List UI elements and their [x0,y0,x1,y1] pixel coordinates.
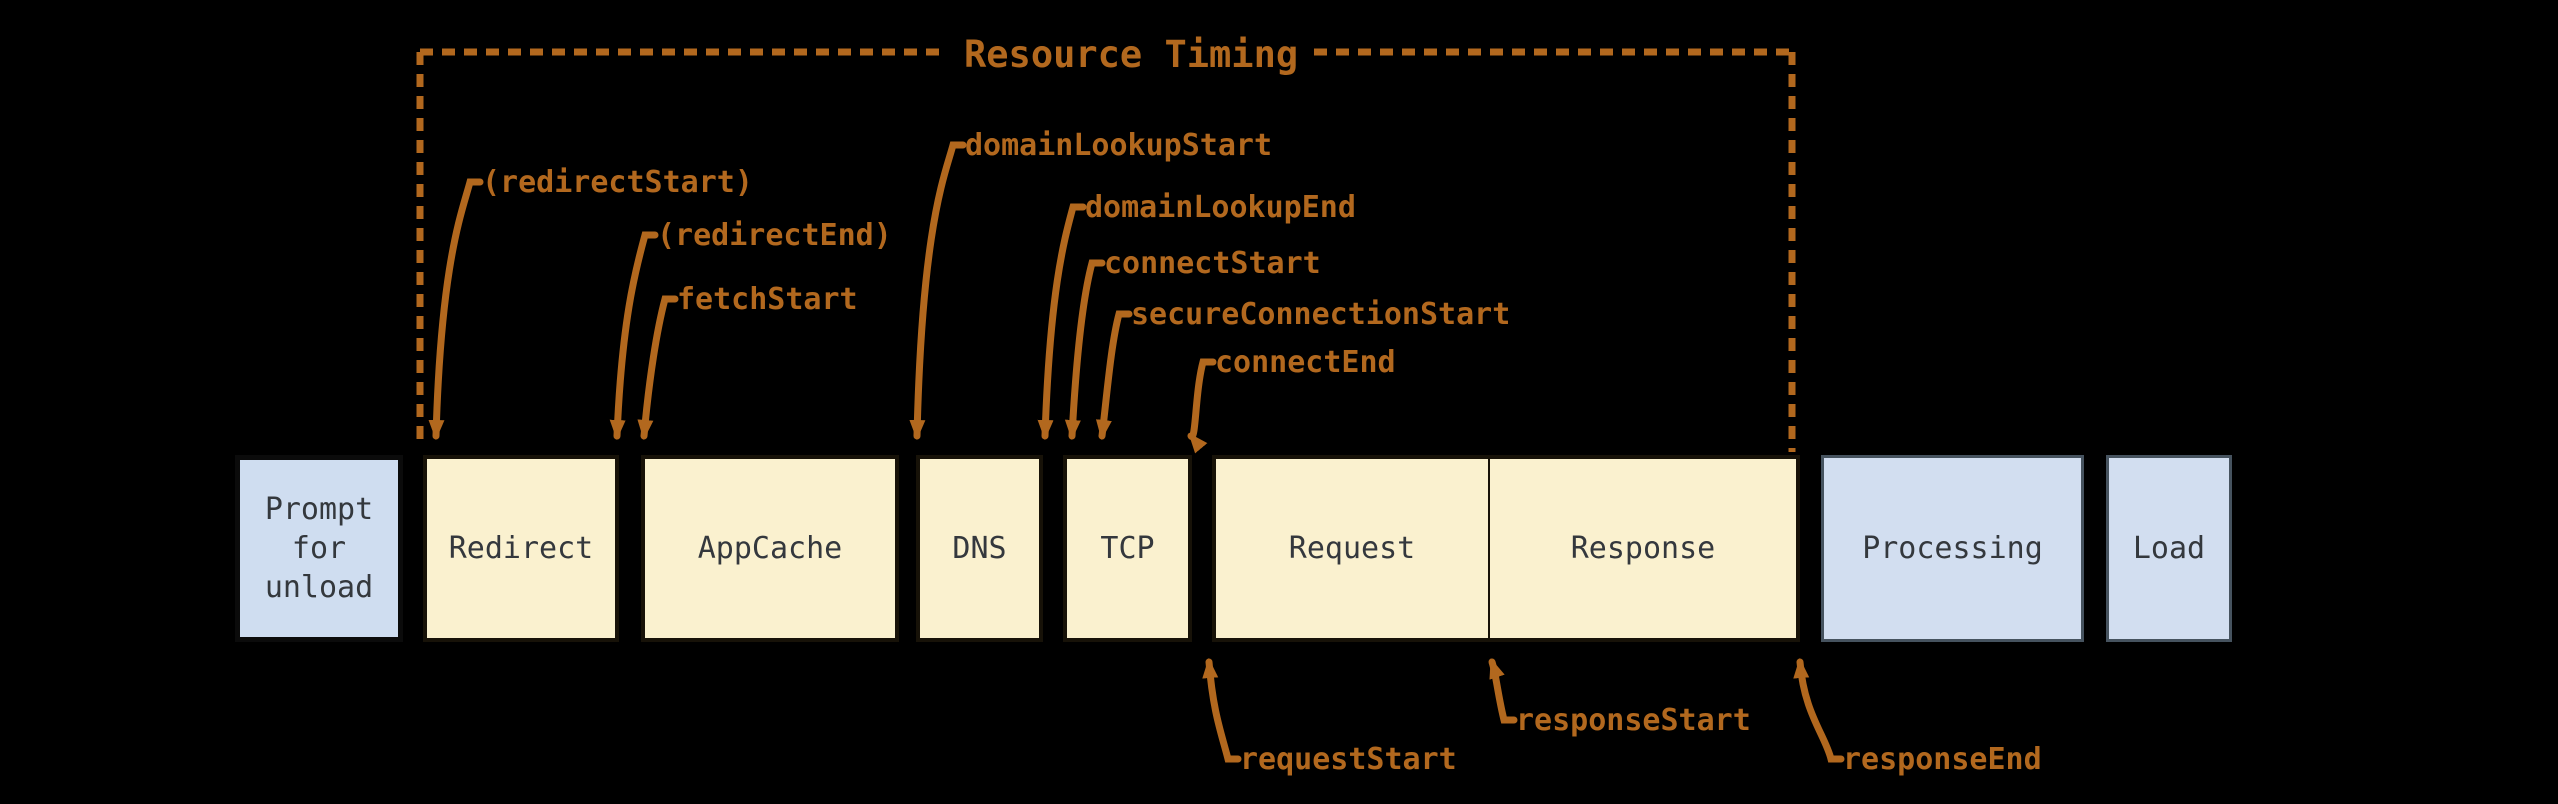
event-arrow-response-start [1488,658,1518,724]
phase-box-appcache: AppCache [641,455,899,642]
event-arrows [428,141,1845,763]
event-arrow-domain-lookup-start [909,141,967,440]
event-label-redirect-start: (redirectStart) [482,165,753,200]
event-label-response-start: responseStart [1516,703,1751,738]
event-arrow-connect-end [1187,358,1217,454]
event-label-request-start: requestStart [1240,742,1457,777]
phase-label: Prompt for unload [264,492,374,605]
event-arrow-fetch-start [637,295,679,440]
phase-box-prompt-for-unload: Prompt for unload [235,455,403,642]
phase-label: Processing [1862,531,2043,566]
event-label-domain-lookup-start: domainLookupStart [965,128,1273,163]
phase-box-processing: Processing [1821,455,2084,642]
event-label-fetch-start: fetchStart [677,282,858,317]
event-label-secure-connection-start: secureConnectionStart [1131,297,1511,332]
phase-box-tcp: TCP [1063,455,1192,642]
event-arrow-connect-start [1064,259,1106,440]
event-label-redirect-end: (redirectEnd) [657,218,892,253]
event-arrow-redirect-end [609,231,659,440]
phase-box-load: Load [2106,455,2232,642]
event-label-domain-lookup-end: domainLookupEnd [1085,190,1356,225]
phase-label: AppCache [697,531,843,566]
event-arrow-redirect-start [428,178,484,440]
bracket-title: Resource Timing [964,33,1299,76]
phase-box-request: Request [1212,455,1489,642]
event-arrow-domain-lookup-end [1037,203,1087,440]
event-arrow-response-end [1793,658,1845,763]
phase-box-dns: DNS [916,455,1043,642]
phase-box-response: Response [1489,455,1800,642]
phase-label: Request [1288,531,1416,566]
event-arrow-secure-connection-start [1095,310,1133,440]
phase-label: TCP [1100,531,1155,566]
phase-box-redirect: Redirect [423,455,619,642]
phase-label: Response [1570,531,1716,566]
event-label-connect-end: connectEnd [1215,345,1396,380]
event-arrow-request-start [1202,658,1242,763]
phase-label: Redirect [448,531,594,566]
phase-label: Load [2132,531,2206,566]
phase-label: DNS [952,531,1007,566]
event-label-response-end: responseEnd [1843,742,2042,777]
event-label-connect-start: connectStart [1104,246,1321,281]
